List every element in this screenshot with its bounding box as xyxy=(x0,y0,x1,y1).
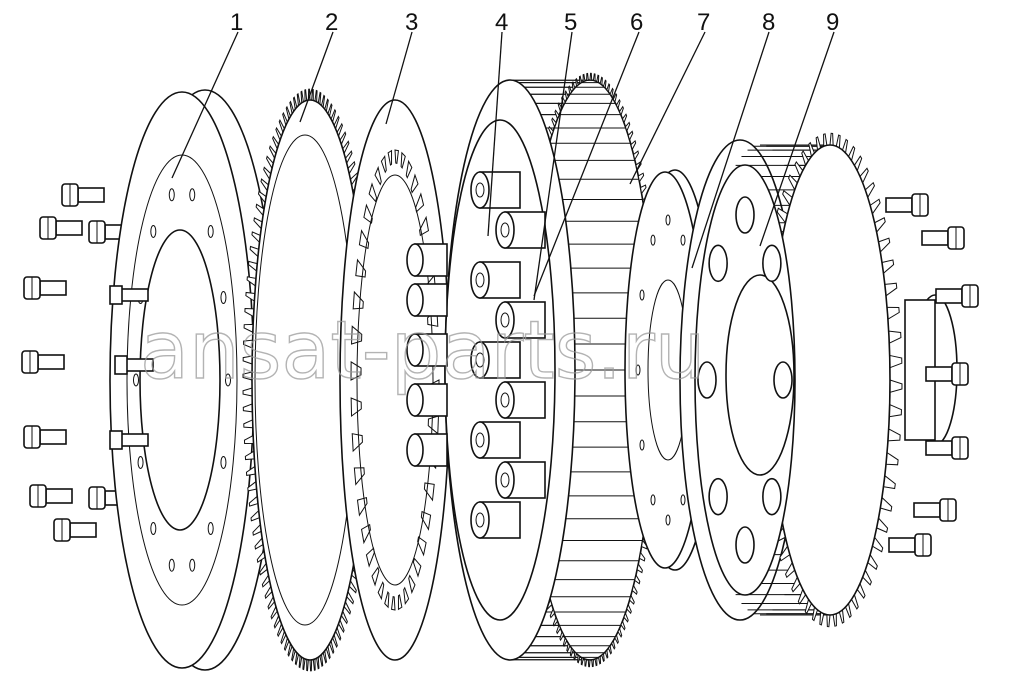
leader-3 xyxy=(385,31,413,125)
leader-2 xyxy=(299,31,334,123)
part-4-rollers xyxy=(406,171,546,539)
part-1-cover-plate xyxy=(109,89,278,671)
callout-4: 4 xyxy=(495,9,508,36)
leader-lines xyxy=(171,31,835,301)
leader-4 xyxy=(487,31,503,237)
leader-7 xyxy=(629,31,706,185)
leader-9 xyxy=(759,31,835,247)
watermark-text: ansat-parts.ru xyxy=(140,304,705,397)
callout-1: 1 xyxy=(230,9,243,36)
leader-8 xyxy=(691,31,770,269)
part-3-steel-disc xyxy=(339,99,451,661)
callout-9: 9 xyxy=(826,9,839,36)
part-4-6-drum xyxy=(406,72,662,668)
leader-6 xyxy=(533,31,640,297)
callout-3: 3 xyxy=(405,9,418,36)
part-1-studs xyxy=(109,285,154,450)
callout-8: 8 xyxy=(762,9,775,36)
callout-7: 7 xyxy=(697,9,710,36)
callout-5: 5 xyxy=(564,9,577,36)
callout-2: 2 xyxy=(325,9,338,36)
leader-1 xyxy=(171,31,239,179)
callout-6: 6 xyxy=(630,9,643,36)
leader-5 xyxy=(533,31,573,301)
right-bolt-set xyxy=(885,193,979,557)
part-8-9-outer-drum xyxy=(679,132,958,628)
callout-labels: 1 2 3 4 5 6 7 8 9 xyxy=(230,9,839,36)
